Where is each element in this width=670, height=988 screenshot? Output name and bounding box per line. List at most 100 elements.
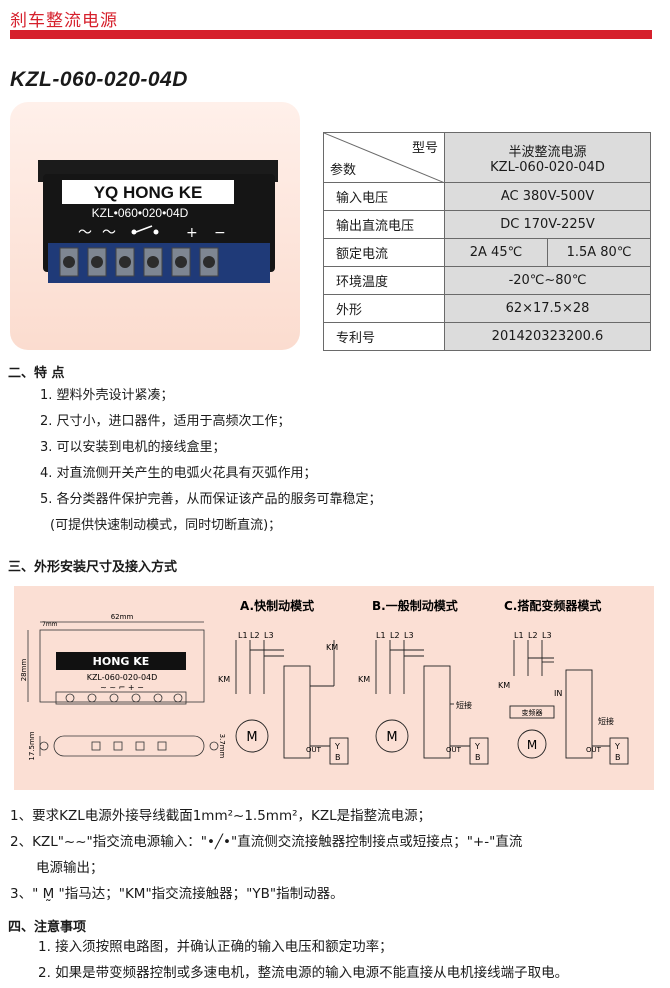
spec-header-row: 型号 参数 半波整流电源 KZL-060-020-04D [323, 132, 651, 183]
mode-c-label-km: KM [498, 681, 510, 690]
mode-a-label-l2: L2 [250, 631, 260, 640]
note-line: 电源输出； [36, 860, 104, 876]
dim-label-plate [56, 652, 186, 670]
mode-c-label-inverter: 变频器 [522, 708, 543, 717]
list-item: 1. 接入须按照电路图，并确认正确的输入电压和额定功率； [38, 939, 393, 955]
dim-model-text: KZL-060-020-04D [87, 673, 158, 682]
mode-c-label-y: Y [614, 742, 620, 751]
spec-product-cell: 半波整流电源 KZL-060-020-04D [444, 132, 651, 183]
mode-b-label-l3: L3 [404, 631, 414, 640]
cautions-heading: 四、注意事项 [8, 920, 87, 935]
mode-a-circuit [235, 640, 349, 765]
list-item: 3. 可以安装到电机的接线盒里； [40, 440, 226, 455]
spec-key: 外形 [323, 294, 445, 323]
product-model: KZL-060-020-04D [10, 68, 188, 91]
spec-value: AC 380V-500V [444, 182, 651, 211]
dim-depth-label: 17.5mm [28, 731, 36, 760]
dim-tab-label: 7mm [42, 621, 58, 628]
spec-value: DC 170V-225V [444, 210, 651, 239]
spec-value-a: 2A 45℃ [444, 238, 548, 267]
spec-key: 额定电流 [323, 238, 445, 267]
device-brand-text: YQ HONG KE [94, 183, 203, 202]
cautions-list: 1. 接入须按照电路图，并确认正确的输入电压和额定功率； 2. 如果是带变频器控… [38, 934, 568, 986]
mode-c-label-in: IN [554, 689, 562, 698]
spec-product-name: 半波整流电源 [508, 144, 587, 160]
list-item: (可提供快速制动模式，同时切断直流)； [50, 518, 282, 533]
mode-b-label-l2: L2 [390, 631, 400, 640]
device-symbol-plus: + [186, 225, 198, 241]
note-line: 3、" M̰ "指马达；"KM"指交流接触器；"YB"指制动器。 [10, 886, 344, 902]
mode-a-label-l1: L1 [238, 631, 248, 640]
note-line: 2、KZL"~~"指交流电源输入："•╱•"直流侧交流接触器控制接点或短接点；"… [10, 834, 523, 850]
title-underline-bar [10, 30, 652, 39]
spec-value: -20℃~80℃ [444, 266, 651, 295]
spec-key: 输入电压 [323, 182, 445, 211]
device-switch-symbol [131, 225, 159, 235]
mode-b-label-km: KM [358, 675, 370, 684]
spec-product-model: KZL-060-020-04D [490, 159, 605, 175]
dim-symbols-text: ~ ~ ⌐ + − [100, 683, 144, 692]
mode-b-label-l1: L1 [376, 631, 386, 640]
mode-c-label-b: B [615, 753, 621, 762]
list-item: 5. 各分类器件保护完善，从而保证该产品的服务可靠稳定； [40, 492, 382, 507]
page-title: 刹车整流电源 [10, 11, 118, 31]
mode-c-label-l2: L2 [528, 631, 538, 640]
mode-c-circuit [509, 640, 629, 765]
rectifier-device-image: YQ HONG KE KZL•060•020•04D ～ ～ + − [38, 160, 278, 283]
spec-value: 201420323200.6 [444, 322, 651, 351]
mode-a-motor-letter: M [246, 730, 257, 745]
spec-value-b: 1.5A 80℃ [547, 238, 651, 267]
mode-b-motor-letter: M [386, 730, 397, 745]
dim-brand-text: HONG KE [93, 655, 150, 668]
install-heading: 三、外形安装尺寸及接入方式 [8, 560, 178, 575]
dim-width-label: 62mm [111, 613, 134, 621]
dim-height-label: 28mm [20, 659, 28, 682]
mode-b-label-y: Y [474, 742, 480, 751]
mode-a-label-out: OUT [306, 746, 322, 754]
dim-hole-label: 3.7mm [218, 734, 226, 759]
spec-key: 环境温度 [323, 266, 445, 295]
mode-c-label-l3: L3 [542, 631, 552, 640]
mode-a-label-km2: KM [326, 643, 338, 652]
list-item: 2. 尺寸小，进口器件，适用于高频次工作； [40, 414, 291, 429]
list-item: 2. 如果是带变频器控制或多速电机，整流电源的输入电源不能直接从电机接线端子取电… [38, 965, 569, 981]
device-symbol-ac2: ～ [102, 225, 116, 241]
mode-a-label-b: B [335, 753, 341, 762]
mode-a-title: A.快制动模式 [240, 598, 314, 613]
spec-header-param-label: 参数 [330, 163, 357, 178]
device-model-text: KZL•060•020•04D [92, 206, 189, 220]
mode-c-label-out: OUT [586, 746, 602, 754]
spec-key: 专利号 [323, 322, 445, 351]
mode-b-label-out: OUT [446, 746, 462, 754]
product-photo: YQ HONG KE KZL•060•020•04D ～ ～ + − [10, 102, 300, 350]
list-item: 4. 对直流侧开关产生的电弧火花具有灭弧作用； [40, 466, 317, 481]
note-line: 1、要求KZL电源外接导线截面1mm²~1.5mm²，KZL是指整流电源； [10, 808, 432, 824]
wiring-diagram-panel: 62mm 7mm 28mm 17.5mm 3.7mm HONG KE KZL-0… [14, 586, 654, 790]
spec-header-diagonal-cell: 型号 参数 [323, 132, 445, 183]
mode-a-label-km: KM [218, 675, 230, 684]
device-symbol-ac1: ～ [78, 225, 92, 241]
spec-row: 环境温度-20℃~80℃ [323, 266, 651, 295]
dim-terminals [39, 691, 219, 751]
mode-b-label-short: 短接 [456, 700, 472, 710]
notes-block: 1、要求KZL电源外接导线截面1mm²~1.5mm²，KZL是指整流电源； 2、… [10, 803, 522, 907]
mode-c-motor-letter: M [527, 738, 537, 752]
mode-b-label-b: B [475, 753, 481, 762]
list-item: 1. 塑料外壳设计紧凑； [40, 388, 174, 403]
mode-b-title: B.一般制动模式 [372, 598, 458, 613]
features-list: 1. 塑料外壳设计紧凑； 2. 尺寸小，进口器件，适用于高频次工作； 3. 可以… [40, 383, 382, 539]
wiring-diagrams: 62mm 7mm 28mm 17.5mm 3.7mm HONG KE KZL-0… [20, 598, 629, 765]
mode-c-label-l1: L1 [514, 631, 524, 640]
mode-c-title: C.搭配变频器模式 [504, 598, 601, 613]
mode-c-label-short: 短接 [598, 716, 614, 726]
spec-header-model-label: 型号 [411, 141, 438, 156]
device-symbol-minus: − [214, 225, 226, 241]
mode-a-label-y: Y [334, 742, 340, 751]
mode-b-circuit [375, 640, 489, 765]
